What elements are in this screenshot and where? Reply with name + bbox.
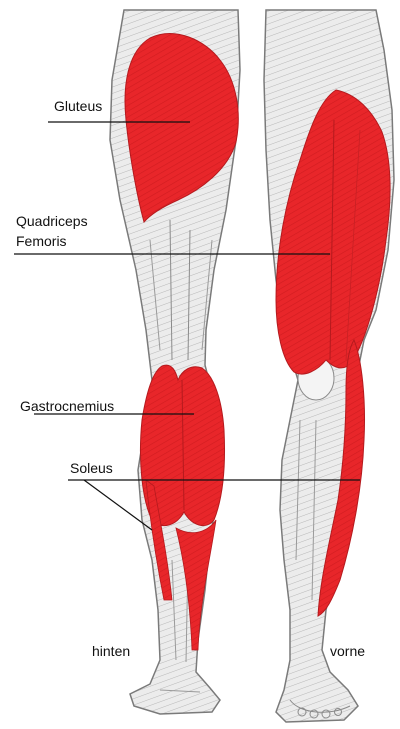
front-leg xyxy=(264,10,394,722)
gastrocnemius-label: Gastrocnemius xyxy=(20,398,114,414)
back-leg xyxy=(110,10,240,714)
quadriceps-label-line2: Femoris xyxy=(16,233,67,249)
soleus-label: Soleus xyxy=(70,460,113,476)
gluteus-label: Gluteus xyxy=(54,98,102,114)
front-view-label: vorne xyxy=(330,643,365,659)
quadriceps-label-line1: Quadriceps xyxy=(16,213,88,229)
back-view-label: hinten xyxy=(92,643,130,659)
